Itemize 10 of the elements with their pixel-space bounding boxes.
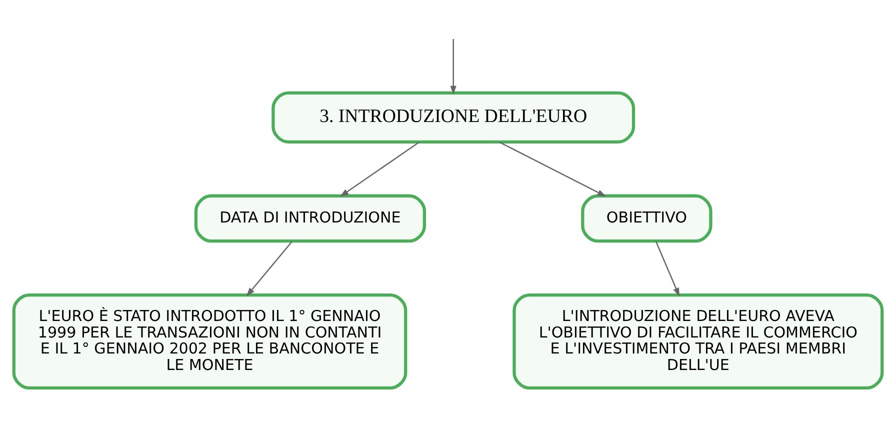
arrow: [450, 38, 456, 95]
node-box: L'EURO È STATO INTRODOTTO IL 1° GENNAIO 1999 PER LE TRANSAZIONI NON IN CONTANTI E IL 1° GENNAIO 2002 PER LE BANCONOTE E LE MONETE: [12, 294, 408, 390]
arrow: [498, 141, 606, 197]
node-box: L'INTRODUZIONE DELL'EURO AVEVA L'OBIETTIVO DI FACILITARE IL COMMERCIO E L'INVESTIMENTO TRA I PAESI MEMBRI DELL'UE: [512, 294, 884, 390]
node-box: DATA DI INTRODUZIONE: [194, 194, 426, 243]
arrow: [246, 240, 293, 296]
node-box: 3. INTRODUZIONE DELL'EURO: [272, 91, 636, 144]
node-box: OBIETTIVO: [581, 194, 712, 243]
arrow: [340, 142, 420, 197]
arrow: [655, 241, 680, 297]
